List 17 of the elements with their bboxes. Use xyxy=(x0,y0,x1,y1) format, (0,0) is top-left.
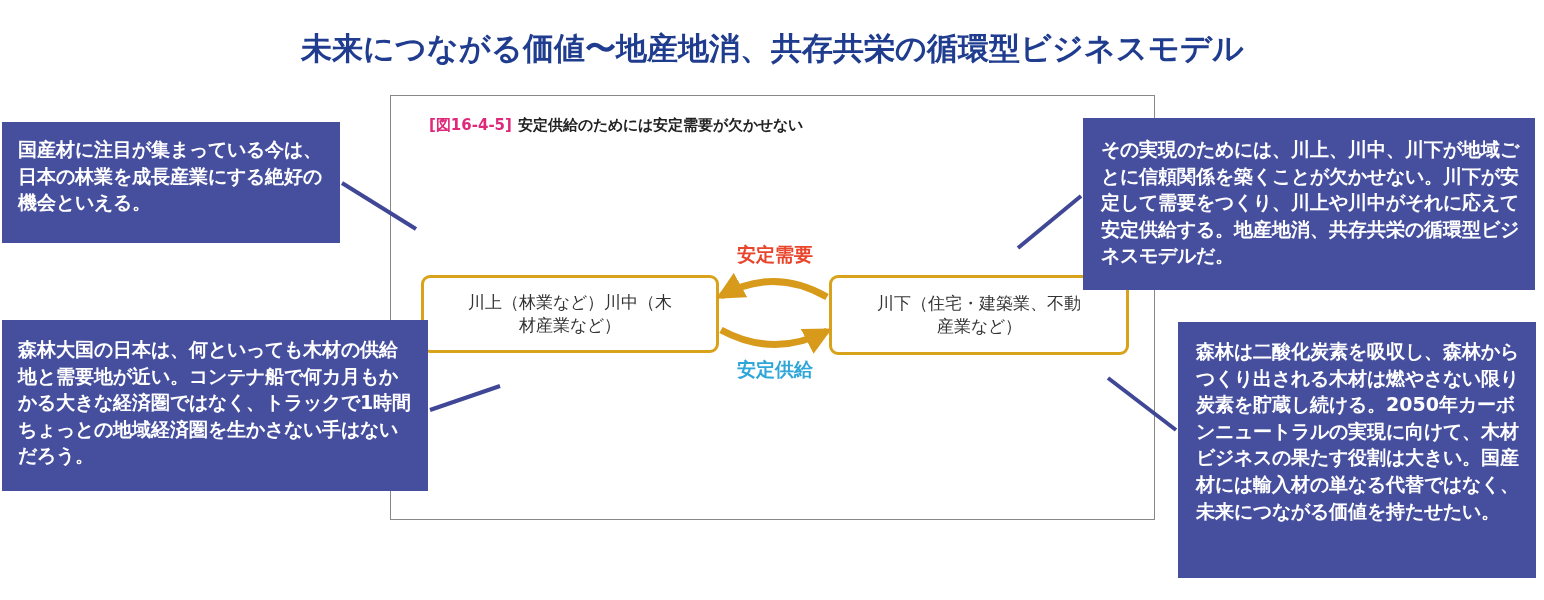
edge-label: 安定需要 xyxy=(734,242,816,267)
title: 未来につながる価値〜地産地消、共存共栄の循環型ビジネスモデル xyxy=(299,29,1245,68)
figure-title: 安定供給のためには安定需要が欠かせない xyxy=(517,116,803,134)
leader-line xyxy=(340,181,418,231)
edge-label: 安定供給 xyxy=(734,357,816,382)
leader-line xyxy=(429,384,501,412)
process-box: 川上（林業など）川中（木材産業など） xyxy=(421,275,719,353)
leader-line xyxy=(1106,376,1178,432)
arrow xyxy=(716,273,829,301)
callout-box: 国産材に注目が集まっている今は、日本の林業を成長産業にする絶好の機会といえる。 xyxy=(2,122,340,243)
figure-number: [図16-4-5] xyxy=(429,116,512,134)
process-box: 川下（住宅・建築業、不動産業など） xyxy=(829,275,1129,355)
leader-line xyxy=(1016,194,1083,250)
callout-box: 森林は二酸化炭素を吸収し、森林からつくり出される木材は燃やさない限り炭素を貯蔵し続ける。2050年カーボンニュートラルの実現に向けて、木材ビジネスの果たす役割は大きい。国産材には輸入材の単なる代替ではなく、未来につながる価値を持たせたい。 xyxy=(1178,322,1536,578)
callout-box: その実現のためには、川上、川中、川下が地域ごとに信頼関係を築くことが欠かせない。川下が安定して需要をつくり、川上や川中がそれに応えて安定供給する。地産地消、共存共栄の循環型ビジネスモデルだ。 xyxy=(1083,118,1535,290)
arrow xyxy=(719,326,833,354)
callout-box: 森林大国の日本は、何といっても木材の供給地と需要地が近い。コンテナ船で何カ月もかかる大きな経済圏ではなく、トラックで1時間ちょっとの地域経済圏を生かさない手はないだろう。 xyxy=(2,320,428,491)
